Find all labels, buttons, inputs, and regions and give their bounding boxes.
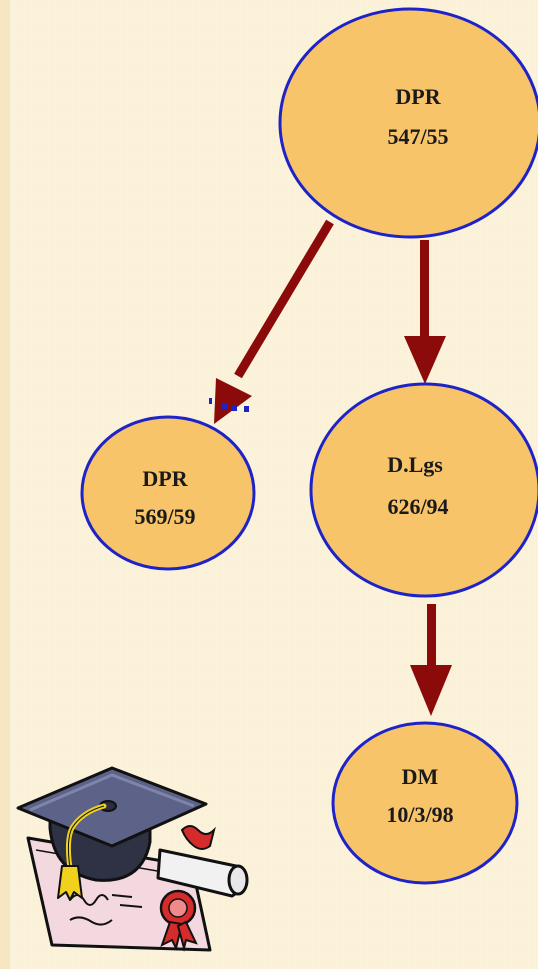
graduation-cap-diploma-icon (16, 766, 249, 952)
node-dpr-547-55: DPR 547/55 (278, 7, 538, 239)
node-label-line2: 547/55 (387, 124, 448, 149)
node-label-line2: 569/59 (134, 504, 195, 529)
node-label-line1: DPR (395, 84, 441, 109)
node-dm-10-3-98: DM 10/3/98 (331, 721, 519, 885)
edges-group (209, 219, 452, 716)
edge-n3-n4 (410, 604, 452, 716)
node-label-line2: 10/3/98 (386, 802, 453, 827)
node-label-line1: DM (402, 764, 439, 789)
node-label-line1: DPR (142, 466, 188, 491)
node-label-line2: 626/94 (387, 494, 448, 519)
nodes-group: DPR 547/55 DPR 569/59 D.Lgs 626/94 DM 10… (80, 7, 538, 885)
left-border-strip (0, 0, 10, 969)
edge-n1-n3 (404, 240, 446, 384)
node-dpr-569-59: DPR 569/59 (80, 415, 256, 571)
edge-n1-n2 (209, 219, 334, 424)
node-dlgs-626-94: D.Lgs 626/94 (309, 382, 538, 598)
node-label-line1: D.Lgs (387, 452, 443, 477)
